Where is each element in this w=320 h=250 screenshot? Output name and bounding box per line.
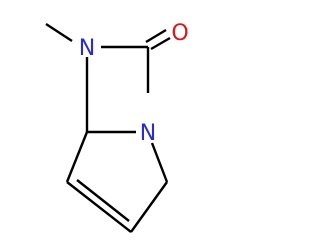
bond-c-o-1 bbox=[150, 36, 171, 51]
bond-c-o-2 bbox=[145, 28, 167, 44]
atom-o-carbonyl: O bbox=[171, 21, 188, 46]
bond-bridgehead-alkene bbox=[65, 131, 89, 183]
atom-n-methyl: N bbox=[79, 36, 95, 61]
atom-n-bridge: N bbox=[140, 121, 156, 146]
bond-methyl-n bbox=[45, 22, 73, 43]
structure-diagram: N N O bbox=[45, 21, 189, 233]
bond-alkene-2 bbox=[76, 179, 130, 222]
bond-n-ch2 bbox=[150, 142, 169, 183]
bond-alkene-1 bbox=[66, 181, 132, 233]
molecule-canvas: N N O bbox=[45, 21, 189, 233]
bond-ch2-alkene bbox=[130, 181, 168, 233]
